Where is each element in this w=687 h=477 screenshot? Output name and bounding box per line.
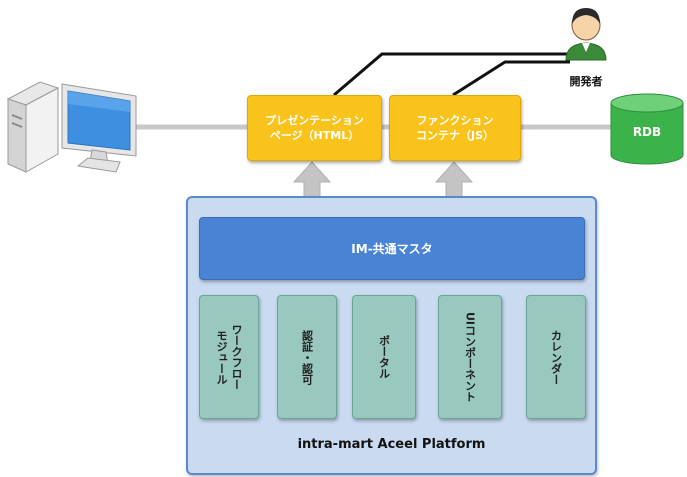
im-master-bar: IM-共通マスタ xyxy=(199,217,585,280)
module-workflow: ワークフロー モジュール xyxy=(199,295,259,419)
module-label: カレンダー xyxy=(549,329,563,385)
module-auth: 認証・認可 xyxy=(277,295,337,419)
presentation-page-subtitle: ページ（HTML） xyxy=(269,129,360,142)
function-container-title: ファンクション xyxy=(416,114,494,127)
module-portal: ポータル xyxy=(352,295,416,419)
function-container-subtitle: コンテナ（JS） xyxy=(415,129,494,142)
computer-icon xyxy=(6,81,137,173)
platform-label: intra-mart Aceel Platform xyxy=(297,437,486,452)
module-label: UIコンポーネント xyxy=(463,311,477,403)
database-label: RDB xyxy=(632,125,662,139)
im-master-label: IM-共通マスタ xyxy=(351,242,433,256)
module-label: 認証・認可 xyxy=(300,329,314,385)
module-ui-component: UIコンポーネント xyxy=(438,295,502,419)
developer-link-line xyxy=(452,60,570,97)
developer-label: 開発者 xyxy=(569,75,603,88)
developer-link-line xyxy=(333,52,570,97)
developer-icon xyxy=(565,8,607,61)
module-label: ワークフロー モジュール xyxy=(215,324,243,390)
function-container-box: ファンクション コンテナ（JS） xyxy=(389,95,521,161)
module-calendar: カレンダー xyxy=(526,295,586,419)
module-label: ポータル xyxy=(377,335,391,379)
database-icon xyxy=(610,93,684,165)
presentation-page-title: プレゼンテーション xyxy=(265,114,364,127)
presentation-page-box: プレゼンテーション ページ（HTML） xyxy=(247,95,382,161)
